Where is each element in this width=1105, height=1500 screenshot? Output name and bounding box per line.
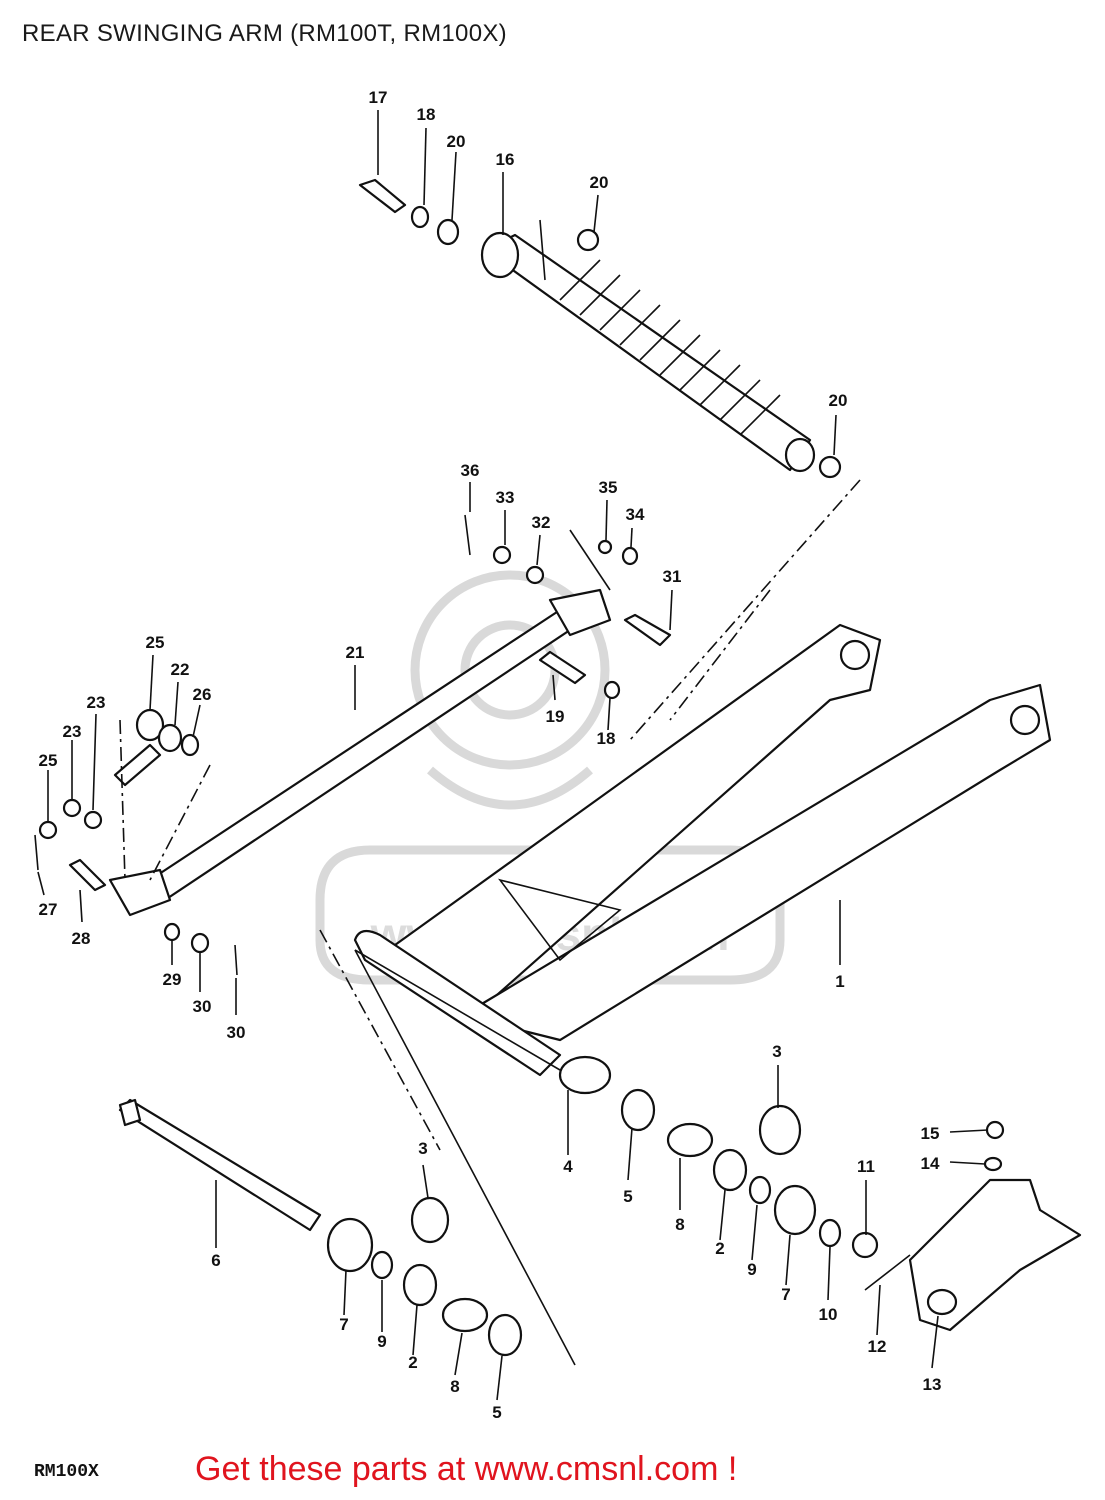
rear-rod[interactable]: [108, 588, 612, 917]
callout-25: 26: [193, 685, 212, 704]
callout-20: 20: [590, 173, 609, 192]
callout-35: 35: [599, 478, 618, 497]
callout-20: 20: [829, 391, 848, 410]
callout-12: 12: [868, 1337, 887, 1356]
callout-19: 19: [546, 707, 565, 726]
callout-11: 11: [857, 1157, 875, 1176]
footer-link[interactable]: Get these parts at www.cmsnl.com !: [195, 1450, 738, 1488]
callout-4: 4: [563, 1157, 573, 1176]
callout-18: 18: [417, 105, 436, 124]
pivot-shaft[interactable]: [118, 1098, 322, 1232]
callout-18: 18: [597, 729, 616, 748]
callout-26: 27: [39, 900, 58, 919]
callout-3: 3: [772, 1042, 781, 1061]
callout-13: 13: [923, 1375, 942, 1394]
callout-22: 22: [171, 660, 190, 679]
callout-5: 5: [623, 1187, 632, 1206]
callout-5: 5: [492, 1403, 501, 1422]
callout-24: 25: [39, 751, 58, 770]
callout-34: 34: [626, 505, 645, 524]
page-title: REAR SWINGING ARM (RM100T, RM100X): [22, 20, 507, 47]
bushings-and-washers[interactable]: [326, 1055, 879, 1357]
swinging-arm[interactable]: [353, 623, 1052, 1077]
callout-15: 15: [921, 1124, 940, 1143]
callout-1: 1: [835, 972, 844, 991]
shock-absorber[interactable]: [480, 231, 816, 473]
callout-3: 3: [418, 1139, 427, 1158]
callout-30: 30: [227, 1023, 246, 1042]
callout-6: 6: [211, 1251, 220, 1270]
callout-33: 33: [496, 488, 515, 507]
callout-labels: 17 18 20 16 20 20 36 33 35 32 34 31 21 2…: [39, 88, 942, 1422]
callout-8: 8: [675, 1215, 684, 1234]
callout-36: 36: [461, 461, 480, 480]
callout-21: 21: [346, 643, 365, 662]
callout-16: 16: [496, 150, 515, 169]
callout-31: 31: [663, 567, 682, 586]
callout-2: 2: [715, 1239, 724, 1258]
chain-buffer[interactable]: [864, 1120, 1082, 1332]
callout-9: 9: [377, 1332, 386, 1351]
callout-23: 23: [87, 693, 106, 712]
callout-28: 29: [163, 970, 182, 989]
callout-14: 14: [921, 1154, 940, 1173]
assembly-lines: [119, 219, 861, 1366]
callout-8: 8: [450, 1377, 459, 1396]
callout-25: 25: [146, 633, 165, 652]
callout-10: 10: [819, 1305, 838, 1324]
callout-7: 7: [339, 1315, 348, 1334]
fasteners[interactable]: [34, 178, 842, 976]
callout-2: 2: [408, 1353, 417, 1372]
callout-17: 17: [369, 88, 388, 107]
callout-20: 20: [447, 132, 466, 151]
model-code: RM100X: [34, 1462, 99, 1482]
callout-7: 7: [781, 1285, 790, 1304]
leader-lines: [37, 110, 989, 1401]
callout-27: 28: [72, 929, 91, 948]
callout-23: 23: [63, 722, 82, 741]
callout-29: 30: [193, 997, 212, 1016]
callout-9: 9: [747, 1260, 756, 1279]
callout-32: 32: [532, 513, 551, 532]
